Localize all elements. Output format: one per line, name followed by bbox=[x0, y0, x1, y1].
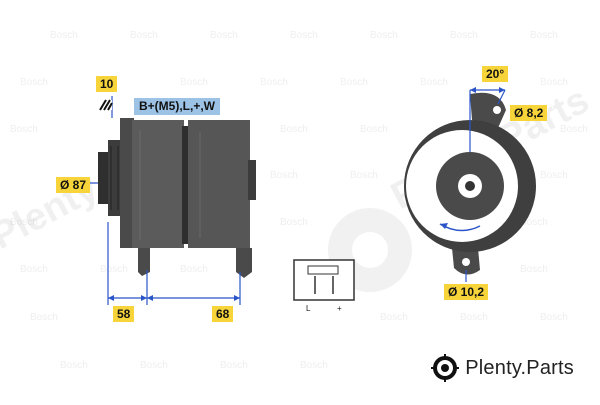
watermark-text: Bosch bbox=[300, 360, 328, 371]
watermark-text: Bosch bbox=[520, 264, 548, 275]
watermark-text: Bosch bbox=[540, 312, 568, 323]
angle-label: 20° bbox=[482, 66, 509, 82]
watermark-text: Bosch bbox=[420, 77, 448, 88]
watermark-text: Bosch bbox=[460, 312, 488, 323]
connector-plug bbox=[293, 259, 355, 301]
top-ear bbox=[470, 92, 506, 128]
watermark-text: Bosch bbox=[350, 170, 378, 181]
watermark-text: Bosch bbox=[520, 217, 548, 228]
watermark-text: Bosch bbox=[140, 360, 168, 371]
brand-logo: Plenty.Parts bbox=[431, 354, 574, 382]
dimension-lines bbox=[70, 96, 241, 305]
mounting-foot-front bbox=[138, 248, 150, 276]
watermark-text: Bosch bbox=[60, 360, 88, 371]
stator-ring bbox=[182, 126, 188, 244]
hatched-marker-icon bbox=[99, 99, 113, 111]
alternator-side-view bbox=[98, 118, 256, 278]
connector-right-label: + bbox=[337, 304, 342, 313]
pulley bbox=[108, 140, 122, 216]
dimension-68-label: 68 bbox=[212, 306, 234, 322]
hole-small-label: Ø 8,2 bbox=[510, 105, 548, 121]
angle-arrows bbox=[470, 87, 505, 93]
watermark-text: Bosch bbox=[340, 77, 368, 88]
brand-name: Plenty.Parts bbox=[465, 356, 574, 379]
watermark-text: Bosch bbox=[10, 124, 38, 135]
watermark-text: Bosch bbox=[380, 312, 408, 323]
gear-icon bbox=[431, 354, 460, 382]
watermark-text: Bosch bbox=[180, 77, 208, 88]
watermark-text: Bosch bbox=[280, 124, 308, 135]
watermark-text: Bosch bbox=[220, 360, 248, 371]
watermark-text: Bosch bbox=[30, 312, 58, 323]
dimension-58-label: 58 bbox=[113, 306, 135, 322]
watermark-text: Bosch bbox=[560, 124, 588, 135]
shaft-nut bbox=[465, 181, 475, 191]
watermark-text: Bosch bbox=[210, 30, 238, 41]
rear-boss bbox=[248, 160, 256, 200]
pulley-diameter-label: Ø 87 bbox=[56, 177, 91, 193]
watermark-text: Bosch bbox=[540, 170, 568, 181]
watermark-text: Bosch bbox=[10, 217, 38, 228]
terminal-label: B+(M5),L,+,W bbox=[134, 98, 221, 115]
watermark-text: Bosch bbox=[280, 217, 308, 228]
bottom-ear-hole bbox=[462, 258, 470, 266]
watermark-text: Bosch bbox=[100, 264, 128, 275]
front-flange bbox=[120, 118, 134, 248]
mounting-foot-rear bbox=[236, 248, 252, 278]
watermark-text: Bosch bbox=[540, 77, 568, 88]
watermark-text: Bosch bbox=[360, 124, 388, 135]
hole-large-label: Ø 10,2 bbox=[444, 284, 489, 300]
watermark-text: Bosch bbox=[370, 30, 398, 41]
watermark-text: Bosch bbox=[50, 30, 78, 41]
watermark-text: Bosch bbox=[180, 264, 208, 275]
watermark-text: Bosch bbox=[20, 264, 48, 275]
label-ten: 10 bbox=[96, 76, 118, 92]
watermark-text: Bosch bbox=[530, 30, 558, 41]
dimension-arrows bbox=[108, 295, 240, 301]
alternator-front-view bbox=[404, 92, 536, 275]
watermark-text: Bosch bbox=[130, 30, 158, 41]
top-ear-hole bbox=[493, 106, 501, 114]
connector-left-label: L bbox=[306, 304, 311, 313]
front-housing bbox=[132, 120, 184, 248]
watermark-text: Bosch bbox=[20, 77, 48, 88]
watermark-text: Bosch bbox=[270, 170, 298, 181]
watermark-text: Bosch bbox=[450, 30, 478, 41]
rear-housing bbox=[188, 120, 250, 248]
watermark-text: Bosch bbox=[260, 77, 288, 88]
watermark-layer: Bosch Bosch Bosch Bosch Bosch Bosch Bosc… bbox=[10, 30, 588, 371]
watermark-text: Bosch bbox=[290, 30, 318, 41]
